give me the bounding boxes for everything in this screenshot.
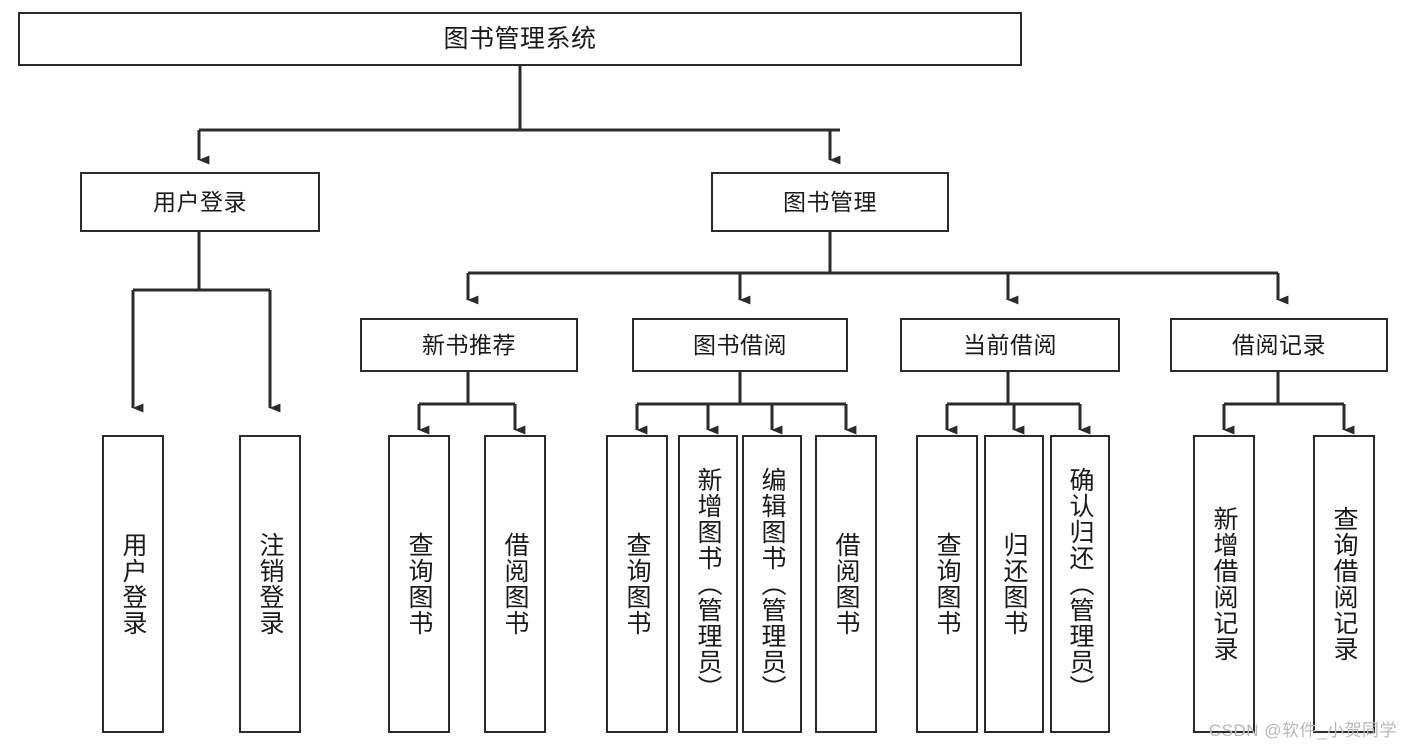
leaf-borrow-book-1[interactable]: 借阅图书 — [484, 435, 546, 733]
node-label: 新书推荐 — [422, 331, 516, 358]
leaf-add-record[interactable]: 新增借阅记录 — [1193, 435, 1255, 733]
leaf-edit-book[interactable]: 编辑图书（管理员） — [742, 435, 802, 733]
node-label: 借阅图书 — [501, 532, 529, 636]
leaf-confirm-return[interactable]: 确认归还（管理员） — [1050, 435, 1110, 733]
node-current-borrow[interactable]: 当前借阅 — [900, 318, 1120, 372]
node-user-login[interactable]: 用户登录 — [80, 172, 320, 232]
node-borrow-record[interactable]: 借阅记录 — [1170, 318, 1388, 372]
leaf-add-book[interactable]: 新增图书（管理员） — [678, 435, 738, 733]
node-label: 查询图书 — [405, 532, 433, 636]
node-book-manage[interactable]: 图书管理 — [711, 172, 949, 232]
node-label: 新增借阅记录 — [1210, 506, 1238, 662]
leaf-user-login[interactable]: 用户登录 — [102, 435, 164, 733]
node-label: 用户登录 — [153, 188, 247, 215]
leaf-borrow-book-2[interactable]: 借阅图书 — [815, 435, 877, 733]
leaf-logout[interactable]: 注销登录 — [239, 435, 301, 733]
node-label: 查询图书 — [933, 532, 961, 636]
node-label: 确认归还（管理员） — [1066, 467, 1094, 701]
node-new-book-recommend[interactable]: 新书推荐 — [360, 318, 578, 372]
node-label: 编辑图书（管理员） — [758, 467, 786, 701]
node-label: 用户登录 — [119, 532, 147, 636]
node-label: 借阅图书 — [832, 532, 860, 636]
node-book-borrow[interactable]: 图书借阅 — [632, 318, 848, 372]
csdn-watermark: CSDN @软件_小贺同学 — [1208, 721, 1397, 740]
leaf-query-record[interactable]: 查询借阅记录 — [1313, 435, 1375, 733]
node-label: 图书管理系统 — [443, 24, 597, 53]
leaf-query-book-2[interactable]: 查询图书 — [606, 435, 668, 733]
node-label: 图书管理 — [783, 188, 877, 215]
leaf-query-book-3[interactable]: 查询图书 — [916, 435, 978, 733]
node-label: 查询借阅记录 — [1330, 506, 1358, 662]
node-label: 注销登录 — [256, 532, 284, 636]
node-label: 当前借阅 — [963, 331, 1057, 358]
node-label: 图书借阅 — [693, 331, 787, 358]
node-label: 新增图书（管理员） — [694, 467, 722, 701]
node-label: 查询图书 — [623, 532, 651, 636]
leaf-query-book-1[interactable]: 查询图书 — [388, 435, 450, 733]
node-label: 归还图书 — [1000, 532, 1028, 636]
leaf-return-book[interactable]: 归还图书 — [984, 435, 1044, 733]
node-root-system[interactable]: 图书管理系统 — [18, 12, 1022, 66]
node-label: 借阅记录 — [1232, 331, 1326, 358]
